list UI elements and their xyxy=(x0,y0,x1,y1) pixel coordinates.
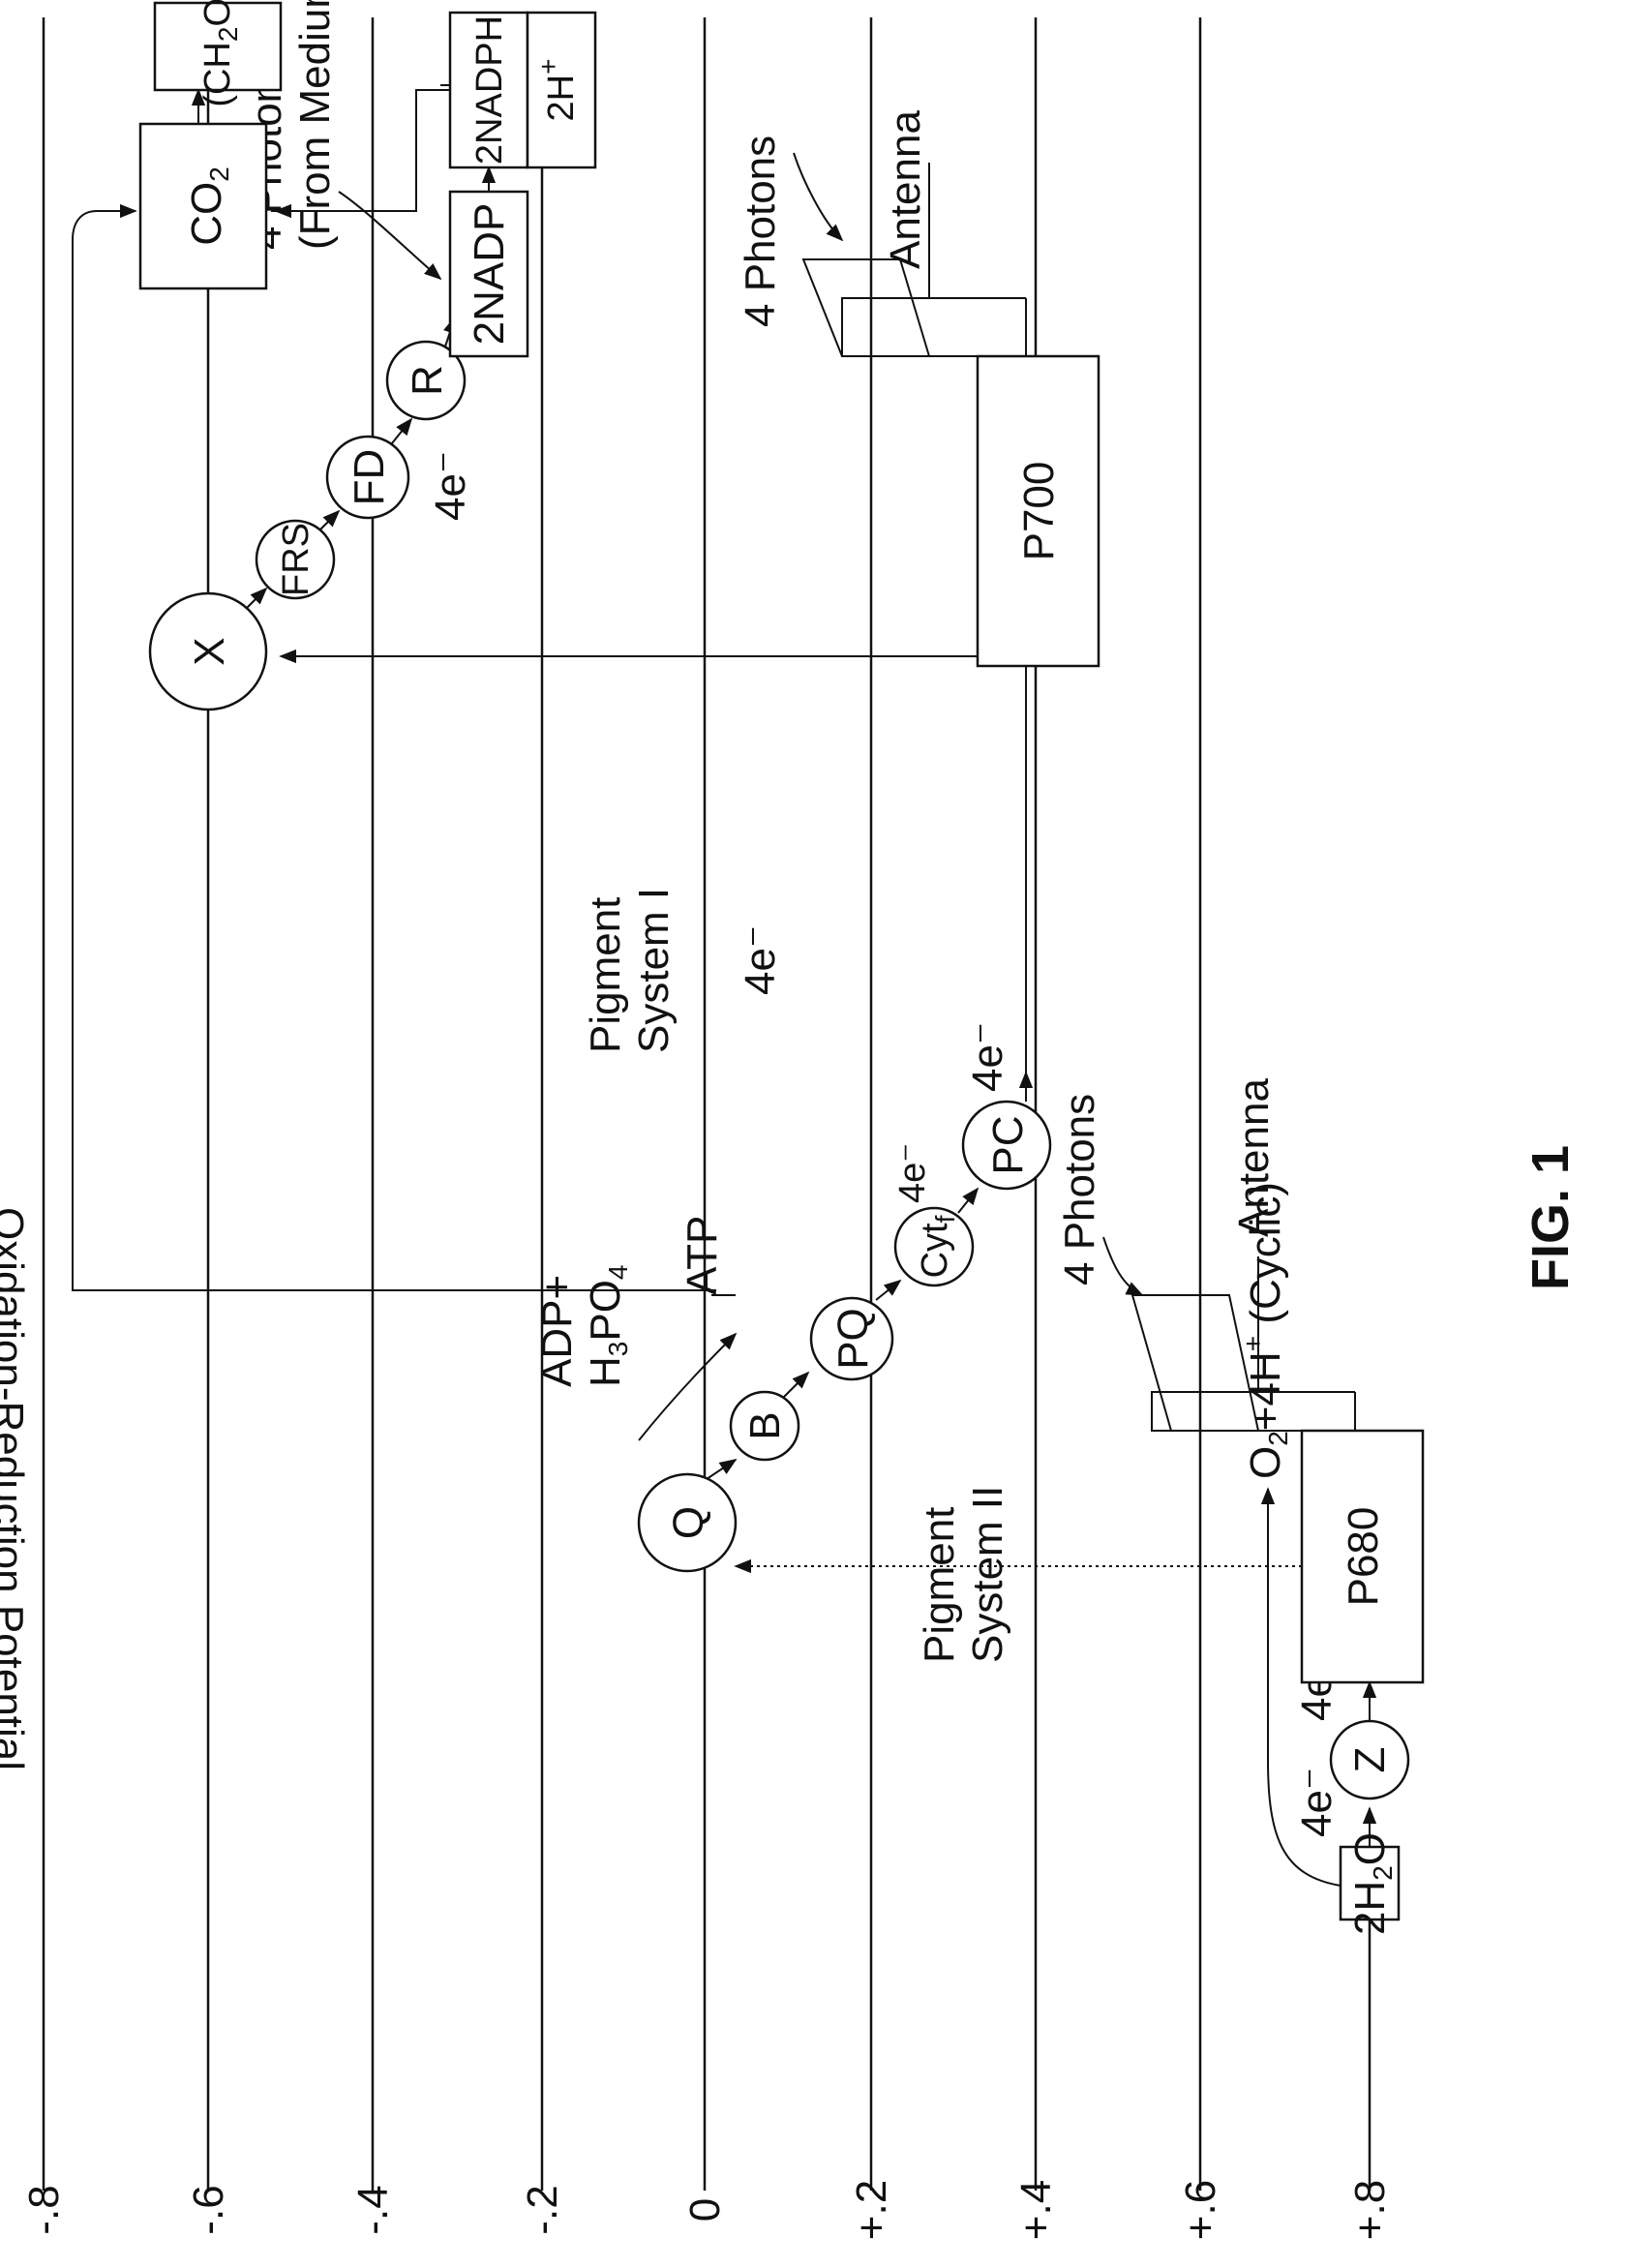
electrons-label-3: 4e⁻ xyxy=(892,1143,933,1203)
rotated-diagram-group: -.8 -.6 -.4 -.2 0 +.2 +.4 +.6 +.8 Oxidat… xyxy=(0,0,1580,2240)
frs-label: FRS xyxy=(276,523,317,596)
pq-label: PQ xyxy=(829,1308,877,1370)
atp-label: ATP xyxy=(678,1216,726,1295)
x-node: X xyxy=(150,593,266,710)
ps1-photons-label: 4 Photons xyxy=(737,136,784,327)
ps2-label-line1: Pigment xyxy=(916,1507,963,1663)
tick-label-p04: +.4 xyxy=(1012,2180,1060,2240)
z-node: Z xyxy=(1331,1721,1408,1799)
axis-title: Oxidation-Reduction Potential xyxy=(0,1207,32,1770)
ps2-photons-label: 4 Photons xyxy=(1056,1094,1103,1285)
ps1-label-line2: System I xyxy=(630,888,678,1053)
electrons-label-1: 4e⁻ xyxy=(1293,1768,1341,1837)
b-label: B xyxy=(741,1411,789,1439)
tick-label-m06: -.6 xyxy=(185,2185,232,2234)
water-node: 2H2O xyxy=(1341,1832,1399,1935)
hydrogen-node: 2H+ xyxy=(528,13,595,167)
tick-label-p08: +.8 xyxy=(1346,2180,1394,2240)
tick-label-p02: +.2 xyxy=(848,2180,895,2240)
potential-level-lines xyxy=(44,17,1370,2191)
arrow-fd-to-r xyxy=(392,419,411,443)
arrow-pq-to-cyt xyxy=(876,1281,900,1300)
adp-label-line2: H3PO4 xyxy=(582,1264,633,1387)
p680-label: P680 xyxy=(1340,1507,1387,1607)
nadp-node: 2NADP xyxy=(450,192,528,356)
ps1-photons-arrow xyxy=(794,153,842,240)
tick-label-m04: -.4 xyxy=(349,2185,397,2234)
pc-label: PC xyxy=(984,1115,1032,1174)
fd-label: FD xyxy=(346,449,393,506)
r-label: R xyxy=(404,365,451,396)
arrow-b-to-pq xyxy=(784,1373,808,1397)
cyt-node: Cytf xyxy=(895,1208,973,1285)
figure-caption: FIG. 1 xyxy=(1522,1145,1580,1290)
cyt-label: Cytf xyxy=(915,1215,960,1278)
p680-node: P680 xyxy=(1302,1431,1423,1682)
nadp-label: 2NADP xyxy=(466,203,513,346)
pc-node: PC xyxy=(963,1102,1050,1189)
co2-node: CO2 xyxy=(140,124,266,288)
electrons-label-4: 4e⁻ xyxy=(964,1022,1011,1092)
fd-node: FD xyxy=(327,437,408,518)
adp-to-atp-arrow xyxy=(639,1334,736,1440)
axis-tick-labels: -.8 -.6 -.4 -.2 0 +.2 +.4 +.6 +.8 xyxy=(20,2180,1394,2240)
nadph-label: 2NADPH xyxy=(469,15,510,165)
photons-medium-arrow xyxy=(339,192,440,279)
ps1-label-line1: Pigment xyxy=(582,897,629,1053)
ps2-label-line2: System II xyxy=(964,1486,1011,1663)
svg-text:2H2O: 2H2O xyxy=(1346,1832,1398,1935)
photons-medium-line2: (From Medium) xyxy=(291,0,339,250)
pq-node: PQ xyxy=(811,1298,892,1379)
arrow-x-to-frs xyxy=(247,589,266,608)
frs-node: FRS xyxy=(256,521,334,598)
ps2-antenna-label: Antenna xyxy=(1230,1078,1278,1237)
tick-label-m02: -.2 xyxy=(519,2185,566,2234)
electrons-label-6: 4e⁻ xyxy=(427,451,474,521)
q-label: Q xyxy=(665,1506,712,1539)
adp-label-line1: ADP+ xyxy=(533,1275,581,1387)
electrons-label-5: 4e⁻ xyxy=(737,925,784,995)
ch2o-label: (CH2O) xyxy=(197,0,243,107)
p700-label: P700 xyxy=(1015,462,1063,561)
ps2-photons-arrow xyxy=(1103,1237,1142,1295)
ch2o-node: (CH2O) xyxy=(155,0,281,107)
arrow-frs-to-fd xyxy=(319,511,339,530)
x-label: X xyxy=(186,637,233,665)
z-label: Z xyxy=(1346,1747,1394,1773)
b-node: B xyxy=(731,1392,799,1460)
ps1-antenna-label: Antenna xyxy=(882,110,929,269)
tick-label-p06: +.6 xyxy=(1177,2180,1224,2240)
arrow-cyt-to-pc xyxy=(958,1189,978,1213)
arrow-q-to-b xyxy=(707,1460,736,1479)
tick-label-0: 0 xyxy=(681,2198,729,2222)
q-node: Q xyxy=(639,1474,736,1571)
nadph-node: 2NADPH xyxy=(450,13,528,167)
p700-node: P700 xyxy=(978,356,1099,666)
ps1-antenna xyxy=(803,259,1026,356)
tick-label-m08: -.8 xyxy=(20,2185,68,2234)
